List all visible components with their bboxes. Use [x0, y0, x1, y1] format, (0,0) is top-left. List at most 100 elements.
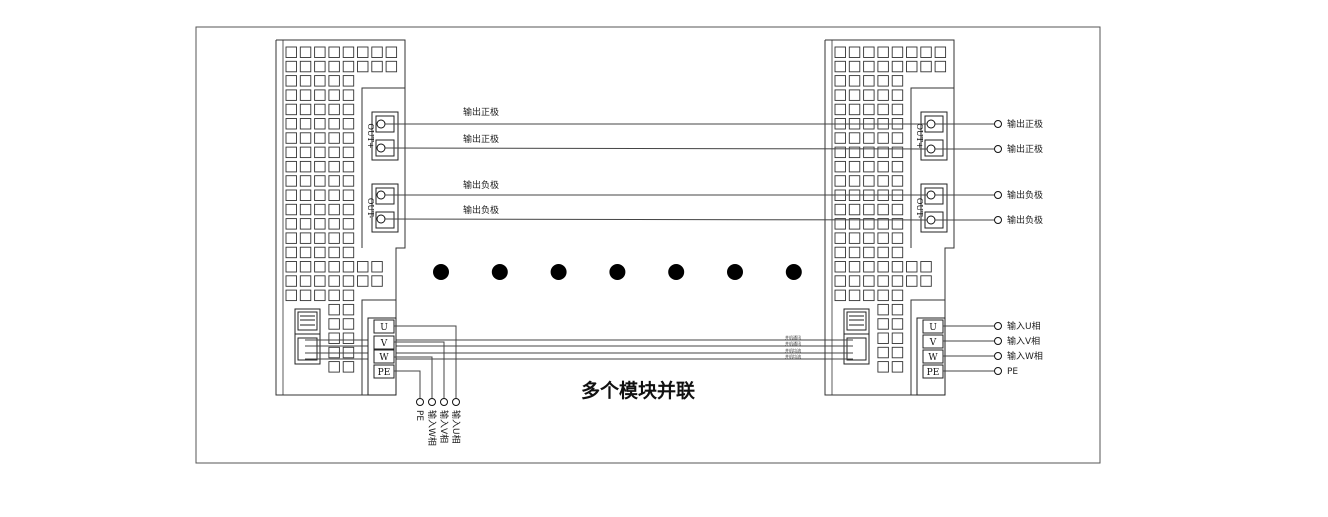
vent-slot — [299, 46, 312, 58]
vent-slot — [877, 261, 889, 273]
vent-slot — [877, 203, 889, 216]
vent-slot — [299, 289, 312, 302]
vent-slot — [328, 246, 340, 259]
vent-slot — [314, 146, 326, 159]
vent-slot — [314, 232, 326, 244]
right-out-plus-screw-1 — [926, 119, 936, 129]
right-terminal-u: U — [929, 323, 937, 333]
vent-slot — [906, 275, 918, 287]
vent-slot — [863, 89, 875, 101]
vent-slot — [891, 75, 904, 87]
vent-slot — [906, 60, 918, 73]
vent-slot — [299, 118, 312, 130]
vent-slot — [863, 203, 875, 216]
vent-slot — [891, 103, 904, 116]
vent-slot — [342, 275, 355, 287]
vent-slot — [342, 203, 355, 216]
left-output-label-4: 输出负极 — [463, 204, 499, 216]
right-terminal-w: W — [928, 353, 938, 363]
vent-slot — [328, 289, 340, 302]
ellipsis-dot — [609, 264, 626, 280]
vent-slot — [891, 218, 904, 230]
vent-slot — [299, 275, 312, 287]
bottom-input-label-v: 输入V相 — [438, 410, 450, 443]
right-terminal-v: V — [929, 338, 937, 348]
vent-slot — [834, 160, 846, 173]
vent-slot — [877, 318, 889, 330]
vent-slot — [934, 46, 947, 58]
vent-slot — [848, 203, 861, 216]
vent-slot — [848, 246, 861, 259]
vent-slot — [834, 89, 846, 101]
comm-label-2: 并机通讯 — [785, 340, 801, 346]
ellipsis-dot — [668, 264, 685, 280]
vent-slot — [299, 189, 312, 201]
vent-slot — [328, 146, 340, 159]
vent-slot — [285, 75, 297, 87]
vent-slot — [357, 60, 369, 73]
vent-slot — [342, 318, 355, 330]
vent-slot — [891, 160, 904, 173]
more-modules-dots — [433, 264, 802, 280]
vent-slot — [299, 146, 312, 159]
vent-slot — [371, 60, 383, 73]
vent-slot — [285, 175, 297, 187]
vent-slot — [328, 218, 340, 230]
vent-slot — [834, 203, 846, 216]
vent-slot — [314, 132, 326, 144]
vent-slot — [299, 261, 312, 273]
vent-slot — [328, 232, 340, 244]
vent-slot — [863, 175, 875, 187]
vent-slot — [299, 203, 312, 216]
ellipsis-dot — [550, 264, 567, 280]
vent-slot — [299, 232, 312, 244]
vent-slot — [371, 46, 383, 58]
vent-slot — [285, 203, 297, 216]
vent-slot — [920, 261, 932, 273]
vent-slot — [328, 60, 340, 73]
vent-slot — [891, 132, 904, 144]
vent-slot — [834, 175, 846, 187]
vent-slot — [848, 75, 861, 87]
vent-slot — [342, 75, 355, 87]
vent-slot — [285, 232, 297, 244]
vent-slot — [877, 232, 889, 244]
vent-slot — [848, 232, 861, 244]
right-out-minus-screw-1 — [926, 190, 936, 200]
vent-slot — [877, 218, 889, 230]
vent-slot — [299, 175, 312, 187]
vent-slot — [863, 275, 875, 287]
vent-slot — [342, 232, 355, 244]
vent-slot — [863, 75, 875, 87]
vent-slot — [314, 89, 326, 101]
right-terminal-pe: PE — [927, 368, 940, 378]
bottom-input-label-w: 输入W相 — [426, 410, 438, 446]
left-out-minus-label: OUT- — [366, 198, 375, 219]
right-out-plus-label: OUT+ — [915, 123, 924, 148]
vent-slot — [342, 361, 355, 373]
vent-slot — [328, 118, 340, 130]
vent-slot — [342, 103, 355, 116]
vent-slot — [314, 46, 326, 58]
left-output-label-2: 输出正极 — [463, 133, 499, 145]
vent-slot — [891, 289, 904, 302]
vent-slot — [342, 160, 355, 173]
vent-slot — [328, 132, 340, 144]
vent-slot — [834, 232, 846, 244]
vent-slot — [299, 218, 312, 230]
vent-slot — [877, 346, 889, 359]
vent-slot — [834, 289, 846, 302]
vent-slot — [906, 261, 918, 273]
vent-slot — [877, 160, 889, 173]
vent-slot — [891, 261, 904, 273]
vent-slot — [891, 361, 904, 373]
right-comm-connectors — [843, 308, 870, 365]
vent-slot — [371, 275, 383, 287]
left-out-plus-screw-1 — [376, 119, 386, 129]
vent-slot — [877, 289, 889, 302]
vent-slot — [834, 261, 846, 273]
left-module — [275, 39, 406, 396]
left-vent-grid — [285, 46, 398, 373]
vent-slot — [863, 246, 875, 259]
